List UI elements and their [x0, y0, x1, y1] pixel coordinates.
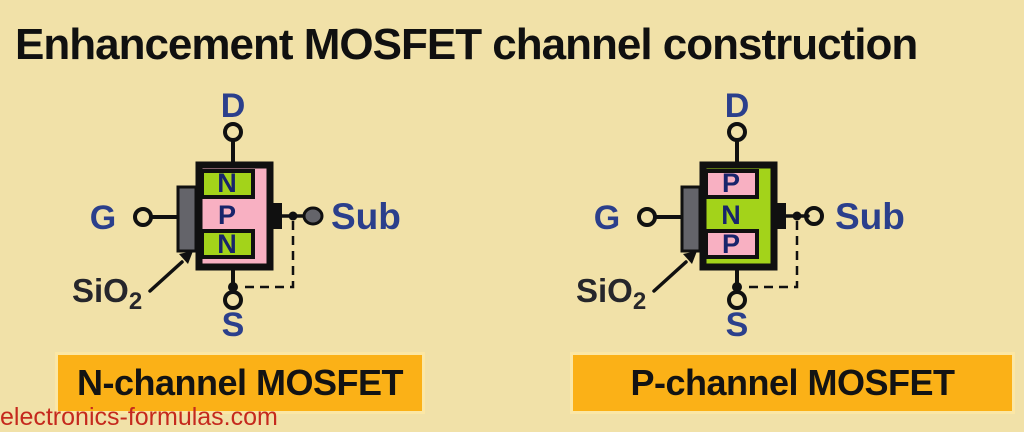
drain-terminal-circle [727, 122, 747, 142]
mosfet-diagram-p-channel: P N P D G S Sub SiO2 [576, 87, 905, 344]
source-junction-dot [228, 282, 238, 292]
oxide-arrow-line [652, 260, 688, 293]
gate-terminal-circle [637, 207, 657, 227]
gate-label: G [594, 199, 620, 237]
gate-oxide-bar [680, 185, 702, 253]
substrate-label: Sub [331, 196, 401, 237]
oxide-label-base: SiO [72, 272, 129, 309]
substrate-junction-dot [288, 211, 298, 221]
substrate-source-dashed-link [240, 221, 295, 289]
caption-n-channel: N-channel MOSFET [55, 352, 425, 414]
substrate-terminal-circle [302, 206, 324, 226]
caption-p-channel: P-channel MOSFET [570, 352, 1015, 414]
source-label: S [726, 306, 749, 344]
region-bottom-label: P [722, 229, 740, 259]
oxide-label-base: SiO [576, 272, 633, 309]
oxide-label-sub: 2 [129, 288, 142, 315]
substrate-junction-dot [792, 211, 802, 221]
oxide-label-sub: 2 [633, 288, 646, 315]
region-top-box [704, 169, 759, 199]
page-title: Enhancement MOSFET channel construction [15, 20, 918, 69]
region-bottom-label: N [217, 229, 237, 259]
oxide-arrow-line [148, 260, 184, 293]
gate-label: G [90, 199, 116, 237]
region-top-box [200, 169, 255, 199]
region-bottom-box [200, 229, 255, 259]
region-middle-label: N [721, 200, 741, 230]
substrate-source-dashed-link [744, 221, 799, 289]
mosfet-diagram-n-channel: N P N D G S Sub SiO2 [72, 87, 401, 344]
drain-terminal-circle [223, 122, 243, 142]
source-junction-dot [732, 282, 742, 292]
drain-label: D [221, 87, 246, 125]
region-bottom-box [704, 229, 759, 259]
source-label: S [222, 306, 245, 344]
substrate-terminal-circle [804, 206, 824, 226]
oxide-label: SiO2 [72, 272, 142, 315]
region-top-label: N [217, 168, 237, 198]
region-top-label: P [722, 168, 740, 198]
gate-terminal-circle [133, 207, 153, 227]
gate-oxide-bar [176, 185, 198, 253]
oxide-arrowhead [179, 251, 193, 264]
substrate-label: Sub [835, 196, 905, 237]
drain-label: D [725, 87, 750, 125]
watermark-text: electronics-formulas.com [0, 403, 278, 431]
oxide-arrowhead [683, 251, 697, 264]
region-middle-label: P [218, 200, 236, 230]
oxide-label: SiO2 [576, 272, 646, 315]
